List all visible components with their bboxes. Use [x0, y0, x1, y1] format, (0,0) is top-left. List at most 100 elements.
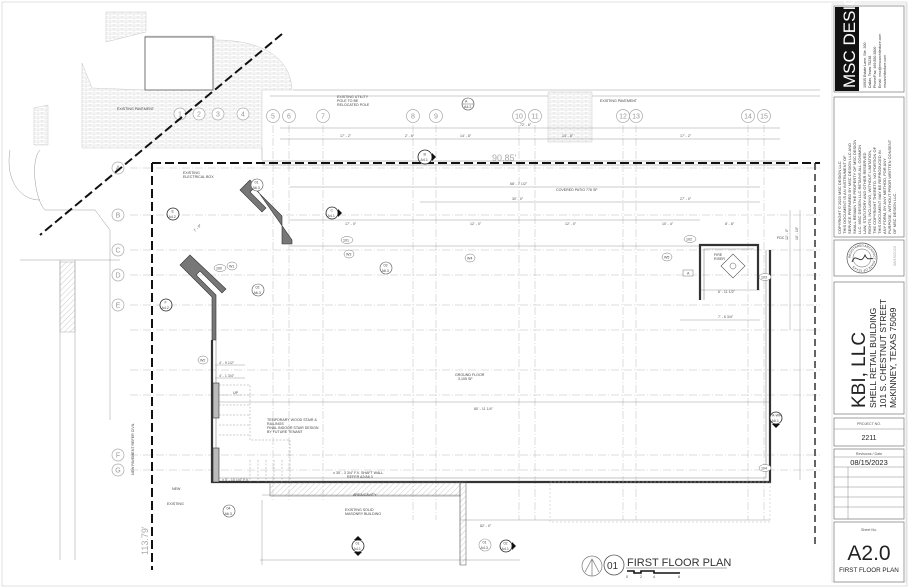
- drawing-title: 01 FIRST FLOOR PLAN 0 2 4 8: [581, 554, 731, 579]
- note-existing-pavement: EXISTING PAVEMENT: [600, 99, 638, 103]
- grid-lines: [130, 125, 820, 520]
- note-ground-floor: 3,105 SF: [458, 377, 473, 381]
- svg-text:PURPOSE, WITHOUT PRIOR WRITTEN: PURPOSE, WITHOUT PRIOR WRITTEN CONSENT: [887, 139, 892, 234]
- copyright-notice: COPYRIGHT © 2023 MSC DESIGN LLC THIS DOC…: [837, 139, 897, 234]
- section-sheet: A4.2: [464, 105, 471, 109]
- dimension-lines: 72' - 6" 17' - 2" 14' - 8" 14' - 8" 17' …: [193, 123, 801, 528]
- client-name: KBI, LLC: [849, 332, 870, 408]
- dimension: 68' - 7 1/2": [510, 182, 528, 186]
- svg-text:LLC. MSC DESIGN LLC RETAINS AL: LLC. MSC DESIGN LLC RETAINS ALL COMMON: [857, 145, 862, 234]
- scale-label: 4: [653, 575, 655, 579]
- svg-text:THIS DOCUMENT IS AN INSTRUMENT: THIS DOCUMENT IS AN INSTRUMENT OF: [842, 155, 847, 234]
- window-tag: W1: [229, 264, 234, 268]
- dimension: 4' - 1 3/4": [219, 374, 235, 378]
- note-utility-pole: POLE TO BE: [337, 99, 359, 103]
- room-tag: A: [687, 271, 690, 275]
- project-no-label: PROJECT NO.: [857, 422, 881, 426]
- note-new: NEW: [172, 487, 181, 491]
- window-tag: W3: [346, 252, 351, 256]
- section-id: C: [331, 209, 334, 213]
- section-id: 04: [227, 507, 231, 511]
- note-stair-up: UP: [233, 391, 239, 395]
- note-fire-riser: FIRE: [714, 253, 723, 257]
- firm-address: Dallas, Texas 75238: [868, 56, 872, 88]
- dimension: 17' - 2": [340, 134, 352, 138]
- note-existing: EXISTING: [167, 502, 184, 506]
- section-sheet: A4.1: [354, 547, 361, 551]
- door-tag: 100: [216, 266, 222, 270]
- firm-logo-text: MSC DESIGN: [840, 0, 859, 88]
- section-id: F: [165, 301, 168, 305]
- section-sheet: A4.1: [421, 158, 428, 162]
- project-city: McKINNEY, TEXAS 75069: [888, 307, 898, 408]
- scale-label: 0: [626, 575, 628, 579]
- section-sheet: A6.3: [253, 186, 260, 190]
- grid-label: 3: [216, 112, 220, 119]
- section-sheet: A4.1: [502, 547, 509, 551]
- title-block: MSC DESIGN 10935 Estate Lane, Ste. 300 D…: [831, 0, 907, 583]
- door-tag: 103: [761, 275, 767, 279]
- dimension: 27' - 0": [680, 197, 692, 201]
- grid-label: 8: [411, 114, 415, 121]
- project-address: 101 S. CHESTNUT STREET: [878, 299, 888, 408]
- section-sheet: A6.3: [225, 512, 232, 516]
- section-id: 02: [504, 542, 508, 546]
- dimension: 72' - 6": [520, 123, 532, 127]
- grid-label: 5: [271, 114, 275, 121]
- note-fdc: FDC: [777, 236, 785, 240]
- dimension: 12' - 0": [470, 222, 482, 226]
- firm-logo: [835, 7, 859, 91]
- dimension: 14' - 8": [460, 134, 472, 138]
- window-tag: W5: [664, 255, 669, 259]
- dimension: 8' - 8": [725, 222, 735, 226]
- grid-label: 12: [619, 114, 627, 121]
- note-new-pavement: NEW PAVEMENT REFER CIVIL: [131, 423, 135, 475]
- scale-label: 2: [640, 575, 642, 579]
- sheet-no-label: Sheet No.: [861, 528, 877, 532]
- grid-label: F: [116, 453, 120, 460]
- section-id: 01: [356, 542, 360, 546]
- dimension: 4' - 9 1/2": [219, 361, 235, 365]
- grid-label: 2: [197, 112, 201, 119]
- section-sheet: A4.2: [169, 215, 176, 219]
- door-tag: 101: [343, 238, 349, 242]
- property-dimension-left: 113.79': [140, 526, 150, 555]
- note-existing-pavement: EXISTING PAVEMENT: [117, 107, 155, 111]
- section-sheet: A6.3: [382, 269, 389, 273]
- window-tag: W2: [200, 358, 205, 362]
- section-sheet: A4.1: [328, 214, 335, 218]
- dimension: 10' - 10": [795, 226, 799, 240]
- section-id: 03: [384, 264, 388, 268]
- svg-text:THE COPYRIGHT THERETO. NO PORT: THE COPYRIGHT THERETO. NO PORTION OF: [872, 146, 877, 234]
- firm-address: mscarchitecture.com: [883, 55, 887, 88]
- revisions-label: Revisions / Date: [856, 452, 882, 456]
- grid-label: C: [115, 248, 120, 255]
- grid-label: 6: [287, 114, 291, 121]
- section-id: 01: [483, 541, 487, 545]
- section-id: B: [424, 153, 427, 157]
- door-tag: 102: [686, 237, 692, 241]
- note-electrical-box: ELECTRICAL BOX: [183, 175, 214, 179]
- grid-label: 4: [241, 112, 245, 119]
- note-shaft-wall: ± 30' - 3 3/4" F.V. SHAFT WALL: [333, 471, 383, 475]
- existing-pavement: [8, 11, 820, 560]
- dimension: 14' - 8": [562, 134, 574, 138]
- note-stair: RAILINGS: [267, 422, 284, 426]
- revision-date: 08/15/2023: [850, 458, 888, 467]
- grid-label: D: [115, 273, 120, 280]
- dimension: 17' - 0": [345, 222, 357, 226]
- section-id: A: [465, 100, 468, 104]
- seal-signature: [851, 253, 874, 263]
- svg-text:SHALL REMAIN THE PROPERTY OF M: SHALL REMAIN THE PROPERTY OF MSC DESIGN: [852, 140, 857, 234]
- grid-label: 9: [434, 114, 438, 121]
- drawing-title-text: FIRST FLOOR PLAN: [627, 557, 731, 569]
- project-no: 2211: [861, 435, 876, 442]
- scale-label: 8: [678, 575, 680, 579]
- property-line: [39, 33, 820, 570]
- firm-address: Email: msc@mscarchitecture.com: [878, 34, 882, 88]
- grid-bubbles-top: 1 2 3 4 5 6 7 8 9 10 11 12 13 14 15: [173, 107, 771, 123]
- note-stair: TEMPORARY WOOD STAIR &: [267, 418, 318, 422]
- firm-address: Phone/Fax: 469.850.3800: [873, 47, 877, 88]
